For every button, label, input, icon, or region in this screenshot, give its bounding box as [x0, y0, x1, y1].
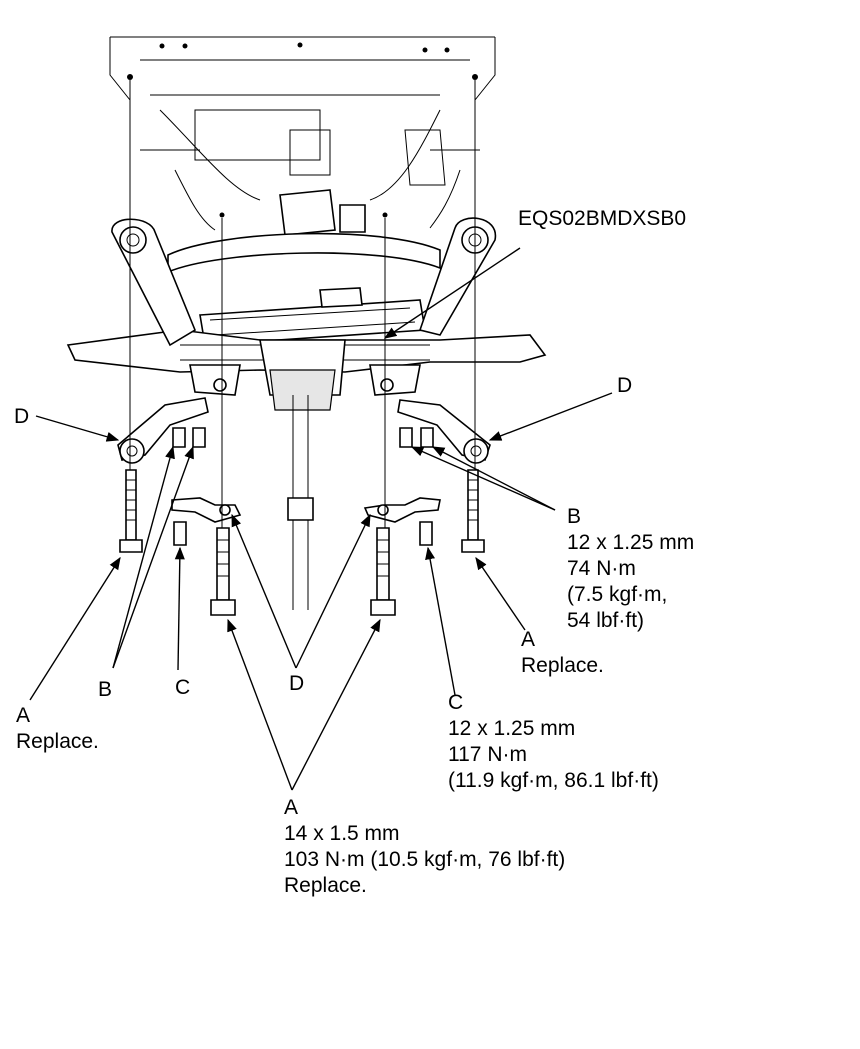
callout-b-right: B 12 x 1.25 mm 74 N·m (7.5 kgf·m, 54 lbf… — [567, 504, 694, 634]
bolt-a-left — [119, 469, 143, 553]
bolt-c-left — [173, 521, 187, 546]
callout-a-left-note: Replace. — [16, 730, 99, 753]
bracket-left — [171, 497, 242, 523]
callout-a-left: A Replace. — [16, 703, 99, 755]
callout-b-right-torque-alt2: 54 lbf·ft) — [567, 609, 645, 632]
callout-a-right-letter: A — [521, 628, 536, 651]
callout-c-right: C 12 x 1.25 mm 117 N·m (11.9 kgf·m, 86.1… — [448, 690, 659, 794]
front-subframe — [66, 217, 547, 411]
bolt-a-right — [461, 469, 485, 553]
callout-a-center-note: Replace. — [284, 874, 367, 897]
callout-d-left: D — [14, 405, 30, 428]
callout-d-right: D — [617, 374, 633, 397]
callout-a-right: A Replace. — [521, 627, 604, 679]
callout-b-right-letter: B — [567, 505, 582, 528]
bolts-b-right — [399, 427, 434, 448]
callout-c-right-torque-alt: (11.9 kgf·m, 86.1 lbf·ft) — [448, 769, 659, 792]
callout-a-center: A 14 x 1.5 mm 103 N·m (10.5 kgf·m, 76 lb… — [284, 795, 565, 899]
callout-c-right-size: 12 x 1.25 mm — [448, 717, 576, 740]
callout-a-right-note: Replace. — [521, 654, 604, 677]
bracket-right — [363, 497, 441, 523]
callout-c-left: C — [175, 676, 191, 699]
leader-lines — [29, 247, 613, 791]
callout-a-center-torque: 103 N·m (10.5 kgf·m, 76 lbf·ft) — [284, 848, 566, 871]
callout-c-right-letter: C — [448, 691, 464, 714]
callout-a-left-letter: A — [16, 704, 31, 727]
lower-arm-left — [117, 397, 209, 464]
alignment-lines — [129, 80, 476, 528]
callout-b-right-torque-alt1: (7.5 kgf·m, — [567, 583, 668, 606]
lower-arm-right — [397, 399, 491, 464]
steering-shaft — [287, 395, 314, 610]
bolt-c-right — [419, 521, 433, 546]
callout-c-right-torque: 117 N·m — [448, 743, 527, 766]
callout-a-center-size: 14 x 1.5 mm — [284, 822, 400, 845]
callout-d-center: D — [289, 672, 305, 695]
callout-a-center-letter: A — [284, 796, 299, 819]
bolt-a-center-right — [370, 527, 396, 616]
steering-gearbox — [167, 189, 441, 346]
callout-b-right-size: 12 x 1.25 mm — [567, 531, 695, 554]
callout-b-right-torque: 74 N·m — [567, 557, 636, 580]
bolt-a-center-left — [210, 527, 236, 616]
vehicle-body — [109, 36, 496, 240]
bolts-b-left — [172, 427, 206, 448]
callout-b-left: B — [98, 678, 113, 701]
diagram-code: EQS02BMDXSB0 — [518, 207, 687, 230]
